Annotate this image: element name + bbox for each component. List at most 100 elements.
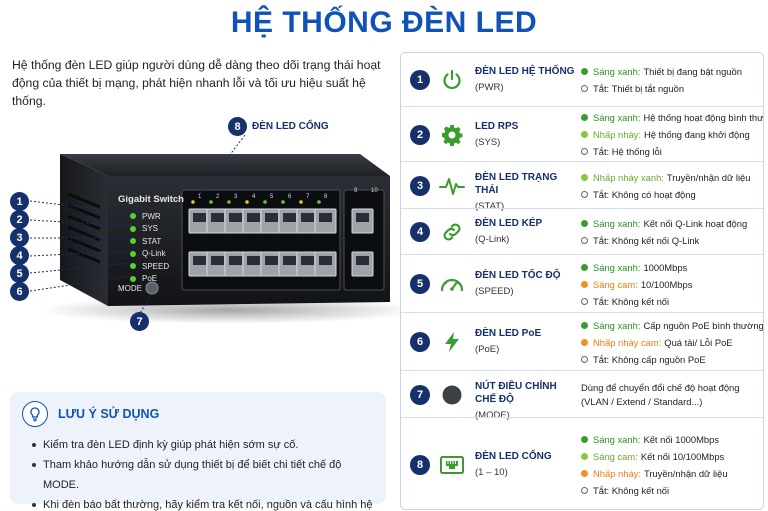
port-number: 8 <box>324 194 328 200</box>
state-line: Sáng xanh:Kết nối Q-Link hoạt động <box>581 215 763 232</box>
legend-name: LED RPS(SYS) <box>475 120 575 149</box>
description-line: Dùng để chuyển đổi chế độ hoạt động <box>581 381 740 393</box>
legend-name: ĐÈN LED TỐC ĐỘ(SPEED) <box>475 269 575 298</box>
port-number: 3 <box>234 194 238 200</box>
port-top-socket <box>319 213 332 222</box>
state-line: Tắt: Hệ thống lỗi <box>581 143 763 160</box>
port-led <box>263 200 267 204</box>
legend-code: (STAT) <box>475 200 505 212</box>
state-text: Tắt: Không có hoạt động <box>593 188 696 200</box>
port-bottom-socket <box>229 256 242 265</box>
port-number: 1 <box>198 194 202 200</box>
port-top-socket <box>211 213 224 222</box>
legend-row-110: 8 ĐÈN LED CỔNG (1 – 10) Sáng xanh:Kết nối 1… <box>401 417 763 509</box>
led-label-speed: SPEED <box>130 260 169 273</box>
legend-description: Dùng để chuyển đổi chế độ hoạt động(VLAN… <box>581 381 763 409</box>
legend-row-q-link: 4 ĐÈN LED KÉP (Q-Link) Sáng xanh:Kết nối Q-… <box>401 208 763 254</box>
usage-note: Khi đèn báo bất thường, hãy kiểm tra kết… <box>32 495 377 511</box>
legend-code: (PWR) <box>475 81 504 93</box>
port-bottom-socket <box>301 256 314 265</box>
status-dot <box>581 280 588 288</box>
callout-6: 6 <box>10 282 29 301</box>
state-text: Tắt: Hệ thống lỗi <box>593 146 662 157</box>
state-text: Tắt: Thiết bị tắt nguồn <box>593 82 685 94</box>
legend-number: 2 <box>410 124 430 145</box>
legend-code: (1 – 10) <box>475 467 508 478</box>
legend-number: 5 <box>410 274 430 294</box>
legend-code: (MODE) <box>475 409 510 421</box>
legend-number: 8 <box>410 455 430 475</box>
legend-number: 4 <box>410 222 430 242</box>
state-text: Quá tải/ Lỗi PoE <box>664 336 733 348</box>
legend-name: ĐÈN LED PoE (PoE) <box>475 327 575 356</box>
legend-title: ĐÈN LED CỔNG <box>475 451 552 462</box>
state-line: Sáng xanh:Kết nối 1000Mbps <box>581 431 763 448</box>
state-line: Tắt: Không cấp nguồn PoE <box>581 351 763 368</box>
status-dot <box>581 148 588 155</box>
led-label-stat: STAT <box>130 235 169 248</box>
state-line: Sáng cam:10/100Mbps <box>581 276 763 293</box>
gear-icon <box>439 122 465 148</box>
state-line: Tắt: Thiết bị tắt nguồn <box>581 80 763 97</box>
intro-text: Hệ thống đèn LED giúp người dùng dễ dàng… <box>12 58 381 108</box>
legend-row-stat: 3 ĐÈN LED TRẠNG THÁI (STAT) Nhấp nháy xanh:… <box>401 161 763 212</box>
legend-title: NÚT ĐIỀU CHỈNH CHẾ ĐỘ <box>475 380 557 405</box>
state-text: Tắt: Không kết nối <box>593 295 670 307</box>
state-text: Hệ thống hoạt động bình thường <box>643 112 764 123</box>
port-icon <box>439 452 465 478</box>
legend-code: (Q-Link) <box>475 234 510 245</box>
state-text: 10/100Mbps <box>640 278 693 290</box>
led-label-qlink: Q-Link <box>130 248 169 261</box>
port-number: 5 <box>270 194 274 200</box>
state-text: Tắt: Không kết nối <box>593 485 670 496</box>
state-text: Hệ thống đang khởi động <box>643 129 750 140</box>
port-led <box>209 200 213 204</box>
status-dot <box>581 297 588 305</box>
state-key: Sáng xanh: <box>593 65 641 77</box>
state-text: 1000Mbps <box>643 261 688 273</box>
legend-title: ĐÈN LED PoE <box>475 328 542 339</box>
status-dot <box>581 114 588 121</box>
port-top-socket <box>265 213 278 222</box>
status-dot <box>581 338 588 346</box>
callout-5: 5 <box>10 264 29 283</box>
port-led <box>191 200 195 204</box>
status-dot <box>581 487 588 494</box>
state-key: Sáng xanh: <box>593 434 641 445</box>
legend-number: 1 <box>410 69 430 90</box>
legend-number: 3 <box>410 175 430 196</box>
led-label-poe: PoE <box>130 273 169 286</box>
legend-title: ĐÈN LED TRẠNG THÁI <box>475 171 558 196</box>
state-text: Tắt: Không kết nối Q-Link <box>593 235 700 246</box>
legend-title: ĐÈN LED KÉP <box>475 218 543 229</box>
port-top-socket <box>247 213 260 222</box>
led-panel: PWR SYS STAT Q-Link SPEED PoE <box>130 210 169 285</box>
port-led-callout: 8 ĐÈN LED CỔNG <box>228 117 329 136</box>
state-key: Sáng xanh: <box>593 218 641 229</box>
state-key: Nhấp nháy: <box>593 129 641 140</box>
port-top-socket <box>283 213 296 222</box>
state-line: Tắt: Không có hoạt động <box>581 186 763 203</box>
port-bottom-socket <box>283 256 296 265</box>
state-line: Sáng xanh:Cấp nguồn PoE bình thường <box>581 317 763 334</box>
port-bottom-socket <box>247 256 260 265</box>
state-key: Sáng xanh: <box>593 112 641 123</box>
legend-name: ĐÈN LED CỔNG (1 – 10) <box>475 450 575 479</box>
port-led <box>317 200 321 204</box>
port-bottom-socket <box>356 256 369 265</box>
state-text: Kết nối Q-Link hoạt động <box>643 218 748 229</box>
port-bottom-socket <box>193 256 206 265</box>
state-line: Nhấp nháy:Truyền/nhận dữ liệu <box>581 465 763 482</box>
state-text: Truyền/nhận dữ liệu <box>643 468 728 479</box>
legend-code: (PoE) <box>475 344 500 355</box>
usage-note: Tham khảo hướng dẫn sử dụng thiết bị để … <box>32 455 377 495</box>
speedometer-icon <box>439 271 465 297</box>
state-line: Nhấp nháy:Hệ thống đang khởi động <box>581 126 763 143</box>
state-text: Kết nối 1000Mbps <box>643 434 720 445</box>
state-text: Cấp nguồn PoE bình thường <box>643 319 764 331</box>
page-title: HỆ THỐNG ĐÈN LED <box>230 6 538 39</box>
state-key: Nhấp nháy cam: <box>593 336 662 348</box>
port-number: 10 <box>371 188 378 194</box>
